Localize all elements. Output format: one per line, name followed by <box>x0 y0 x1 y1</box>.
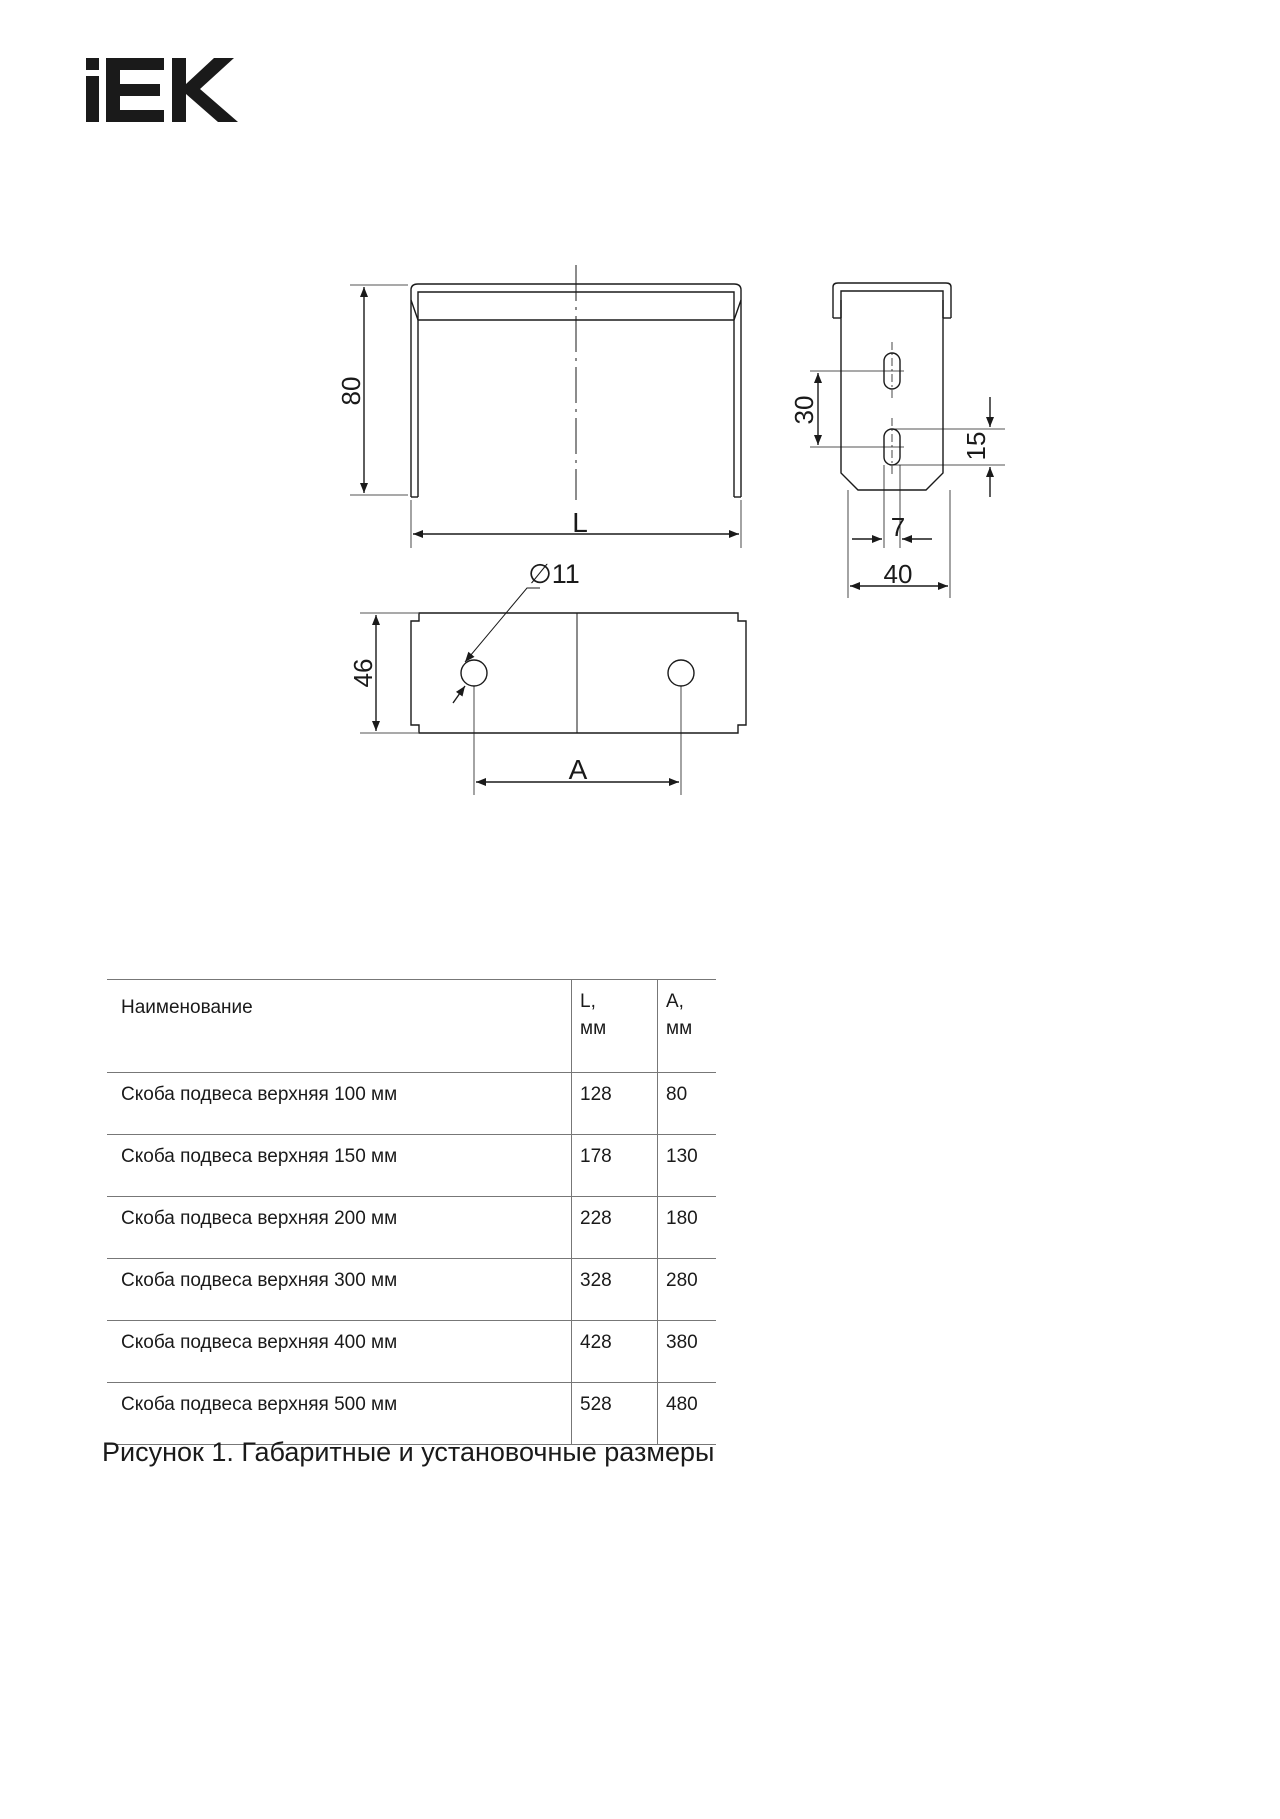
table-row: Скоба подвеса верхняя 150 мм 178 130 <box>107 1134 716 1197</box>
row-a: 480 <box>657 1382 716 1445</box>
dim-slot-width-lines <box>852 465 932 548</box>
row-name: Скоба подвеса верхняя 400 мм <box>121 1332 398 1353</box>
row-l: 228 <box>571 1196 658 1259</box>
front-view <box>410 265 742 500</box>
iek-logo <box>86 58 238 122</box>
dim-height-lines <box>350 284 408 496</box>
dim-width-label: 46 <box>348 659 378 688</box>
technical-drawing: 80 L ∅11 46 A 30 15 7 40 <box>336 265 1005 795</box>
table-row: Скоба подвеса верхняя 300 мм 328 280 <box>107 1258 716 1321</box>
dim-slot-length-label: 15 <box>961 432 991 461</box>
row-a: 130 <box>657 1134 716 1197</box>
dim-slot-pitch-lines <box>810 370 904 448</box>
row-l: 128 <box>571 1072 658 1135</box>
dim-width-lines <box>360 612 418 734</box>
row-a: 80 <box>657 1072 716 1135</box>
dim-slot-pitch-label: 30 <box>789 396 819 425</box>
figure-caption: Рисунок 1. Габаритные и установочные раз… <box>102 1437 715 1467</box>
table-row: Скоба подвеса верхняя 400 мм 428 380 <box>107 1320 716 1383</box>
dim-diameter-lines <box>452 587 540 704</box>
row-a: 380 <box>657 1320 716 1383</box>
dim-height-label: 80 <box>336 377 366 406</box>
row-a: 280 <box>657 1258 716 1321</box>
header-l-label: L, <box>580 991 596 1012</box>
table-row: Скоба подвеса верхняя 100 мм 128 80 <box>107 1072 716 1135</box>
row-l: 328 <box>571 1258 658 1321</box>
dim-spacing-lines <box>473 686 682 795</box>
dim-length-label: L <box>572 507 588 538</box>
top-view <box>410 612 747 734</box>
dim-length-lines <box>410 500 742 548</box>
row-name: Скоба подвеса верхняя 100 мм <box>121 1084 398 1105</box>
row-name: Скоба подвеса верхняя 200 мм <box>121 1208 398 1229</box>
dim-slot-width-label: 7 <box>891 512 905 542</box>
table-header-row: Наименование L, мм A, мм <box>107 979 716 1073</box>
spec-table: Наименование L, мм A, мм Скоба подвеса вер… <box>107 979 716 1445</box>
row-l: 528 <box>571 1382 658 1445</box>
row-a: 180 <box>657 1196 716 1259</box>
header-a: A, мм <box>657 979 716 1073</box>
header-a-unit: мм <box>666 1018 693 1039</box>
header-a-label: A, <box>666 991 684 1012</box>
row-l: 428 <box>571 1320 658 1383</box>
row-name: Скоба подвеса верхняя 500 мм <box>121 1394 398 1415</box>
table-row: Скоба подвеса верхняя 200 мм 228 180 <box>107 1196 716 1259</box>
dim-spacing-label: A <box>569 754 588 785</box>
header-l: L, мм <box>571 979 658 1073</box>
row-name: Скоба подвеса верхняя 150 мм <box>121 1146 398 1167</box>
dim-flange-width-lines <box>847 490 951 598</box>
header-l-unit: мм <box>580 1018 607 1039</box>
row-l: 178 <box>571 1134 658 1197</box>
table-row: Скоба подвеса верхняя 500 мм 528 480 <box>107 1382 716 1445</box>
header-name: Наименование <box>121 997 253 1018</box>
row-name: Скоба подвеса верхняя 300 мм <box>121 1270 398 1291</box>
dim-slot-length-lines <box>892 397 1005 497</box>
dim-flange-width-label: 40 <box>884 559 913 589</box>
dim-diameter-label: ∅11 <box>528 559 580 589</box>
side-view <box>832 282 952 491</box>
